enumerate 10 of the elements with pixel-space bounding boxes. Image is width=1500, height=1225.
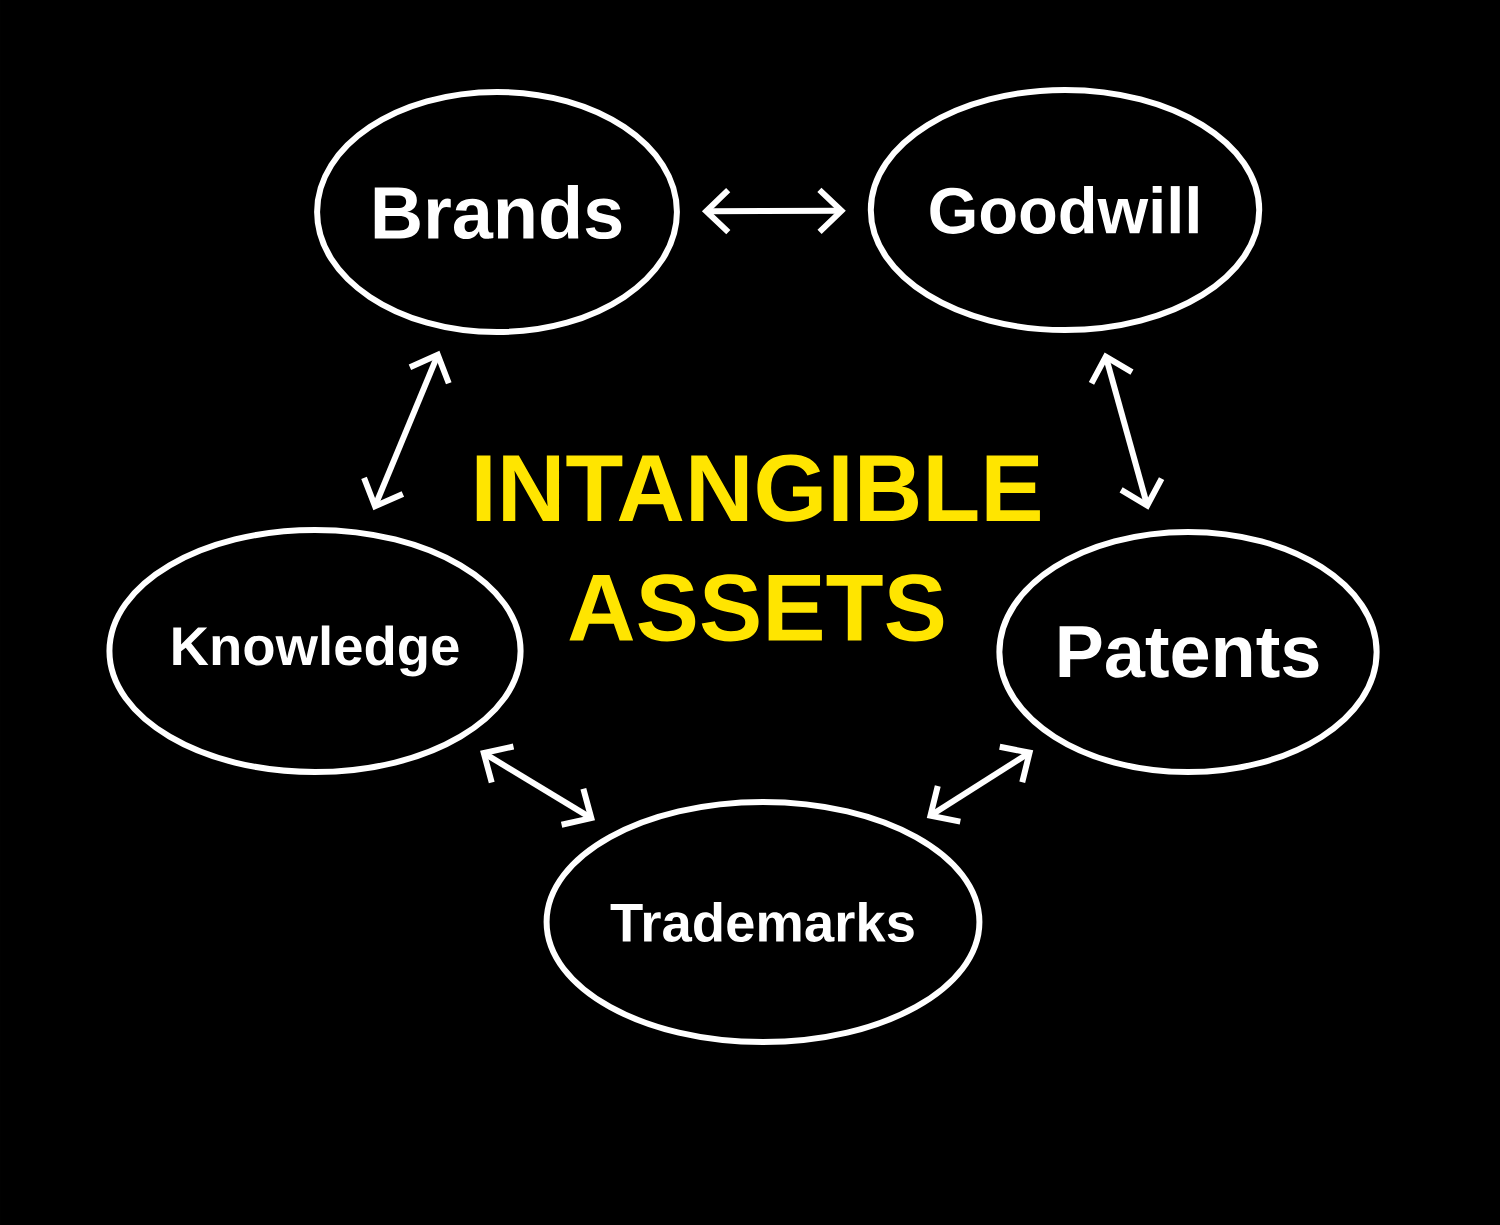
- oval-node: Trademarks: [543, 798, 983, 1046]
- double-arrow: [1088, 352, 1165, 510]
- oval-node: Patents: [996, 528, 1380, 776]
- oval-node: Knowledge: [106, 526, 524, 776]
- double-arrow: [926, 743, 1034, 825]
- oval-node: Brands: [314, 88, 680, 336]
- oval-node: Goodwill: [867, 86, 1263, 334]
- double-arrow: [361, 350, 452, 511]
- double-arrow: [701, 187, 846, 235]
- double-arrow: [480, 743, 595, 828]
